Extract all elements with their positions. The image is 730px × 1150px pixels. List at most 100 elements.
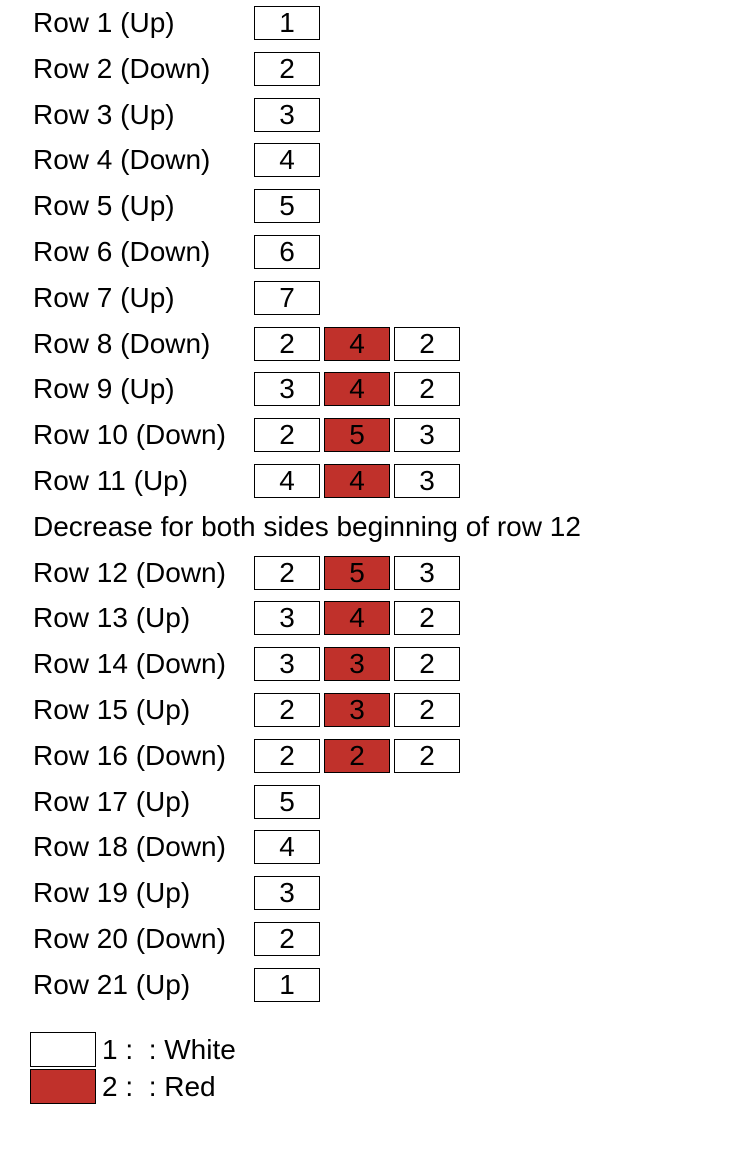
stitch-count-cell-white: 1 (254, 967, 320, 1002)
stitch-count-cell-white: 5 (254, 784, 320, 819)
row-label: Row 10 (Down) (33, 419, 226, 451)
pattern-row: Row 2 (Down) 2 (33, 50, 723, 96)
stitch-count-cell-white: 3 (254, 372, 320, 407)
row-label: Row 21 (Up) (33, 968, 191, 1000)
stitch-cells: 1 (254, 967, 324, 1002)
pattern-row: Row 1 (Up) 1 (33, 4, 723, 50)
stitch-count-cell-red: 3 (324, 647, 390, 682)
row-label: Row 9 (Up) (33, 373, 175, 405)
row-label: Row 4 (Down) (33, 144, 211, 176)
stitch-count-cell-white: 3 (394, 418, 460, 453)
stitch-cells: 4 (254, 143, 324, 178)
color-swatch (30, 1032, 96, 1067)
stitch-count-cell-white: 2 (254, 51, 320, 86)
row-label: Row 18 (Down) (33, 831, 226, 863)
stitch-count-cell-white: 2 (394, 738, 460, 773)
row-label: Row 2 (Down) (33, 52, 211, 84)
stitch-count-cell-red: 4 (324, 372, 390, 407)
stitch-count-cell-white: 3 (254, 601, 320, 636)
stitch-cells: 2 (254, 921, 324, 956)
stitch-count-cell-white: 5 (254, 189, 320, 224)
stitch-count-cell-white: 3 (394, 555, 460, 590)
stitch-count-cell-white: 3 (254, 97, 320, 132)
stitch-cells: 4 (254, 830, 324, 865)
stitch-cells: 3 (254, 876, 324, 911)
stitch-count-cell-white: 3 (394, 463, 460, 498)
stitch-count-cell-white: 2 (394, 647, 460, 682)
stitch-count-cell-red: 5 (324, 555, 390, 590)
row-label: Row 15 (Up) (33, 693, 191, 725)
pattern-row: Row 21 (Up) 1 (33, 966, 723, 1012)
legend-label: 2 : : Red (102, 1071, 216, 1102)
stitch-count-cell-white: 3 (254, 647, 320, 682)
stitch-count-cell-white: 2 (394, 326, 460, 361)
row-label: Row 19 (Up) (33, 877, 191, 909)
pattern-row: Row 4 (Down) 4 (33, 141, 723, 187)
pattern-row: Row 6 (Down) 6 (33, 233, 723, 279)
stitch-count-cell-white: 2 (254, 555, 320, 590)
row-label: Row 14 (Down) (33, 648, 226, 680)
pattern-row: Row 20 (Down) 2 (33, 920, 723, 966)
pattern-row: Row 7 (Up)7 (33, 279, 723, 325)
row-label: Row 12 (Down) (33, 556, 226, 588)
row-label: Row 6 (Down) (33, 235, 211, 267)
row-label: Row 3 (Up) (33, 98, 175, 130)
stitch-cells: 3 (254, 97, 324, 132)
stitch-count-cell-white: 6 (254, 234, 320, 269)
stitch-count-cell-white: 7 (254, 280, 320, 315)
pattern-row: Row 3 (Up) 3 (33, 96, 723, 142)
stitch-count-cell-red: 4 (324, 601, 390, 636)
stitch-count-cell-red: 4 (324, 326, 390, 361)
stitch-count-cell-red: 2 (324, 738, 390, 773)
stitch-count-cell-white: 2 (254, 418, 320, 453)
stitch-count-cell-white: 2 (394, 601, 460, 636)
stitch-cells: 2 (254, 51, 324, 86)
stitch-cells: 5 (254, 784, 324, 819)
row-label: Row 8 (Down) (33, 327, 211, 359)
row-label: Row 16 (Down) (33, 739, 226, 771)
stitch-count-cell-red: 4 (324, 463, 390, 498)
row-label: Row 1 (Up) (33, 7, 175, 38)
stitch-count-cell-white: 4 (254, 463, 320, 498)
stitch-count-cell-white: 3 (254, 876, 320, 911)
stitch-cells: 1 (254, 6, 324, 40)
stitch-count-cell-red: 3 (324, 692, 390, 727)
stitch-count-cell-red: 5 (324, 418, 390, 453)
pattern-row: Row 5 (Up)5 (33, 187, 723, 233)
stitch-cells: 5 (254, 189, 324, 224)
stitch-cells: 6 (254, 234, 324, 269)
color-swatch (30, 1069, 96, 1104)
stitch-count-cell-white: 1 (254, 6, 320, 40)
row-label: Row 13 (Up) (33, 602, 191, 634)
instruction-note: Decrease for both sides beginning of row… (33, 508, 723, 554)
row-label: Row 20 (Down) (33, 922, 226, 954)
instruction-note-text: Decrease for both sides beginning of row… (33, 510, 581, 542)
stitch-count-cell-white: 2 (394, 372, 460, 407)
stitch-count-cell-white: 4 (254, 830, 320, 865)
stitch-count-cell-white: 2 (254, 921, 320, 956)
pattern-row: Row 18 (Down) 4 (33, 828, 723, 874)
legend-label: 1 : : White (102, 1034, 236, 1065)
stitch-count-cell-white: 4 (254, 143, 320, 178)
stitch-count-cell-white: 2 (394, 692, 460, 727)
row-label: Row 11 (Up) (33, 464, 189, 496)
stitch-count-cell-white: 2 (254, 692, 320, 727)
stitch-cells: 7 (254, 280, 324, 315)
